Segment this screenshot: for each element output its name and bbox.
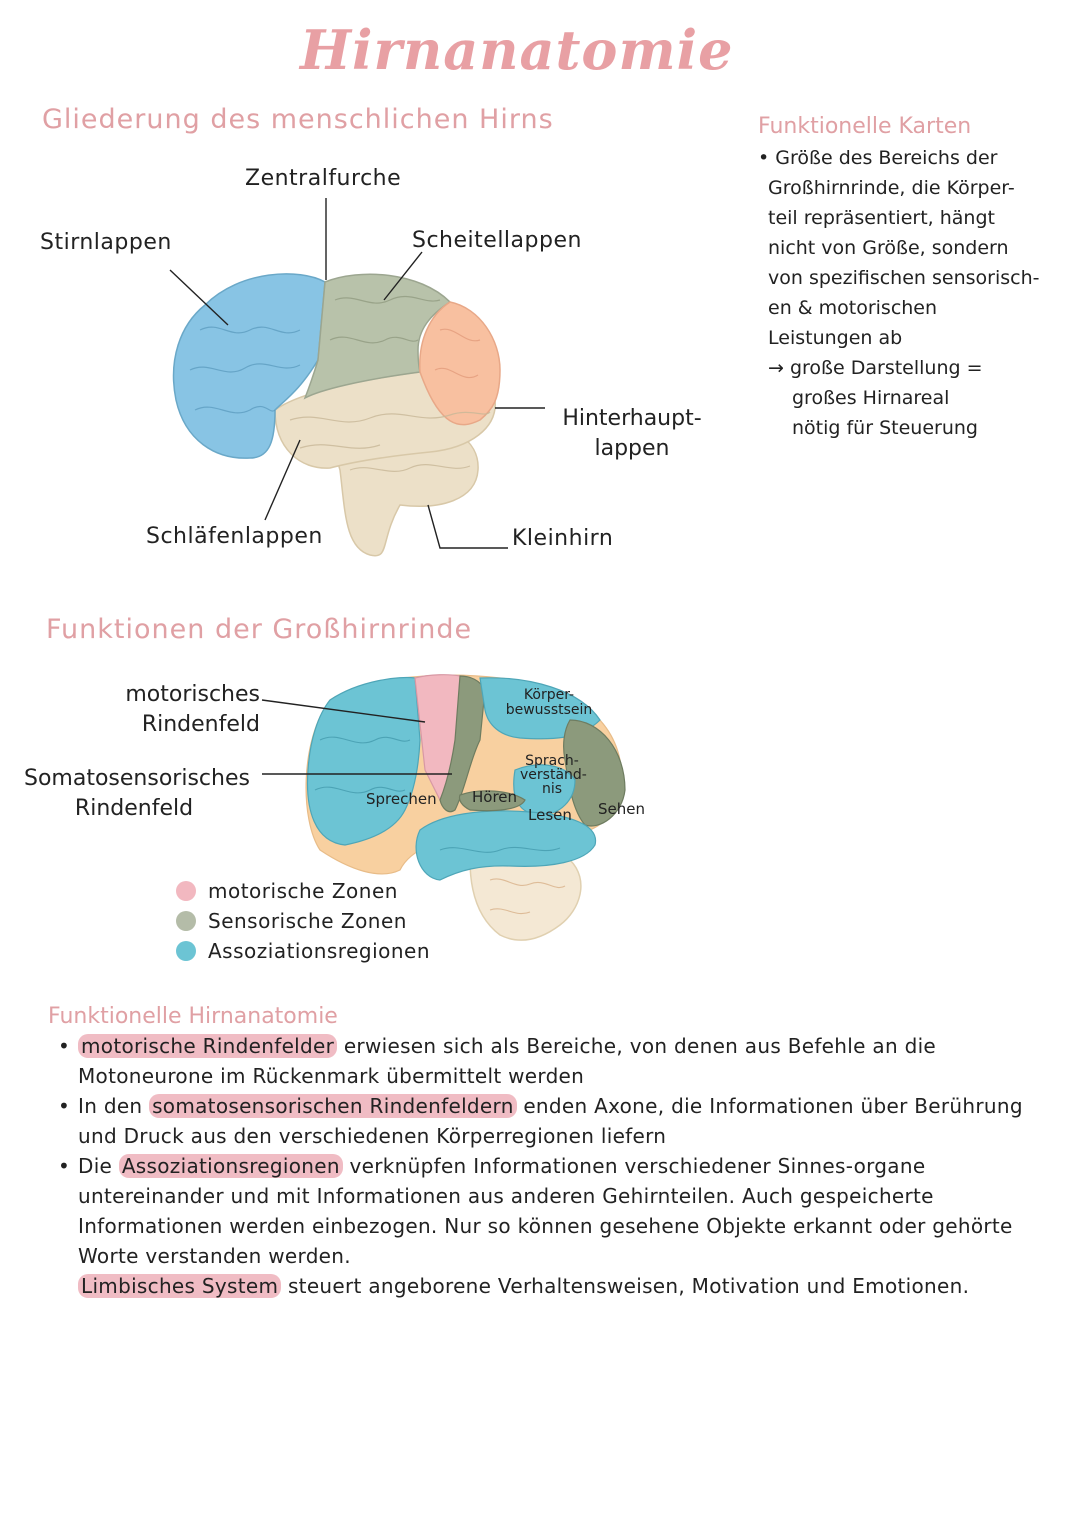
- label-speaking: Sprechen: [366, 790, 437, 808]
- note-somatosensory: In den somatosensorischen Rindenfeldern …: [58, 1091, 1068, 1151]
- legend-item-sensory: Sensorische Zonen: [176, 906, 430, 936]
- legend-item-association: Assoziationsregionen: [176, 936, 430, 966]
- section-heading-funktionen: Funktionen der Großhirnrinde: [46, 614, 473, 645]
- brain-lobes-diagram: [169, 198, 545, 557]
- parietal-lobe: [303, 273, 452, 400]
- legend-swatch-association: [176, 941, 196, 961]
- label-hinterhauptlappen-line2: lappen: [594, 436, 670, 461]
- term-association-regions: Assoziationsregionen: [118, 1154, 343, 1178]
- functional-maps-line-3: teil repräsentiert, hängt: [768, 207, 995, 229]
- label-speech-line1: Sprach-: [525, 753, 579, 769]
- temporal-association: [415, 810, 597, 881]
- legend-swatch-motor: [176, 881, 196, 901]
- label-hinterhauptlappen: Hinterhaupt- lappen: [552, 404, 712, 464]
- functional-maps-arrow-2: großes Hirnareal: [792, 387, 950, 409]
- label-scheitellappen: Scheitellappen: [412, 228, 582, 253]
- occipital-lobe: [419, 301, 501, 426]
- legend-label-motor: motorische Zonen: [208, 879, 398, 903]
- functional-anatomy-notes: Funktionelle Hirnanatomie motorische Rin…: [48, 1004, 1068, 1301]
- note-association: Die Assoziationsregionen verknüpfen Info…: [58, 1151, 1068, 1271]
- label-stirnlappen: Stirnlappen: [40, 230, 172, 255]
- color-legend: motorische Zonen Sensorische Zonen Assoz…: [176, 876, 430, 966]
- label-reading: Lesen: [528, 806, 572, 824]
- label-speech-comprehension: Sprach- verständ- nis: [520, 753, 587, 797]
- label-hinterhauptlappen-line1: Hinterhaupt-: [562, 406, 702, 431]
- label-schlaefenlappen: Schläfenlappen: [146, 524, 323, 549]
- label-seeing: Sehen: [598, 800, 645, 818]
- label-motor-line1: motorisches: [125, 682, 260, 707]
- label-body-awareness-line2: bewusstsein: [505, 702, 593, 718]
- functional-maps-line-2: Großhirnrinde, die Körper-: [768, 177, 1015, 199]
- label-speech-line3: nis: [541, 781, 563, 797]
- functional-maps-note: Funktionelle Karten • Größe des Bereichs…: [758, 114, 1058, 443]
- term-limbic-system: Limbisches System: [78, 1274, 282, 1298]
- term-motor-fields: motorische Rindenfelder: [78, 1034, 338, 1058]
- functional-maps-line-6: en & motorischen: [768, 297, 938, 319]
- label-zentralfurche: Zentralfurche: [245, 166, 402, 191]
- functional-maps-line-1: • Größe des Bereichs der: [758, 147, 998, 169]
- section-heading-funktionelle-hirnanatomie: Funktionelle Hirnanatomie: [48, 1004, 338, 1029]
- auditory-zone: [458, 790, 526, 812]
- legend-label-association: Assoziationsregionen: [208, 939, 431, 963]
- cortex-functions-diagram: [261, 674, 626, 941]
- legend-swatch-sensory: [176, 911, 196, 931]
- label-body-awareness-line1: Körper-: [523, 687, 575, 703]
- label-somatosensory-cortex: Somatosensorisches Rindenfeld: [24, 764, 250, 824]
- notes-list: motorische Rindenfelder erwiesen sich al…: [48, 1031, 1068, 1271]
- functional-maps-line-4: nicht von Größe, sondern: [768, 237, 1009, 259]
- label-motor-line2: Rindenfeld: [141, 712, 260, 737]
- functional-maps-heading: Funktionelle Karten: [758, 114, 972, 139]
- visual-zone: [563, 719, 626, 827]
- functional-maps-line-7: Leistungen ab: [768, 327, 903, 349]
- functional-maps-arrow-1: → große Darstellung =: [768, 357, 983, 379]
- label-hearing: Hören: [472, 788, 518, 806]
- functional-maps-arrow-3: nötig für Steuerung: [792, 417, 978, 439]
- label-somato-line2: Rindenfeld: [74, 796, 194, 821]
- label-somato-line1: Somatosensorisches: [24, 766, 250, 791]
- frontal-association: [306, 676, 421, 846]
- legend-item-motor: motorische Zonen: [176, 876, 430, 906]
- note-limbic: Limbisches System steuert angeborene Ver…: [78, 1271, 1068, 1301]
- legend-label-sensory: Sensorische Zonen: [208, 909, 407, 933]
- section-heading-gliederung: Gliederung des menschlichen Hirns: [42, 104, 554, 135]
- label-body-awareness: Körper- bewusstsein: [504, 688, 594, 718]
- label-speech-line2: verständ-: [520, 767, 587, 783]
- term-somatosensory-fields: somatosensorischen Rindenfeldern: [149, 1094, 517, 1118]
- page-title: Hirnanatomie: [300, 18, 734, 82]
- label-kleinhirn: Kleinhirn: [512, 526, 614, 551]
- note-motor: motorische Rindenfelder erwiesen sich al…: [58, 1031, 1068, 1091]
- label-motor-cortex: motorisches Rindenfeld: [80, 680, 260, 740]
- functional-maps-line-5: von spezifischen sensorisch-: [768, 267, 1040, 289]
